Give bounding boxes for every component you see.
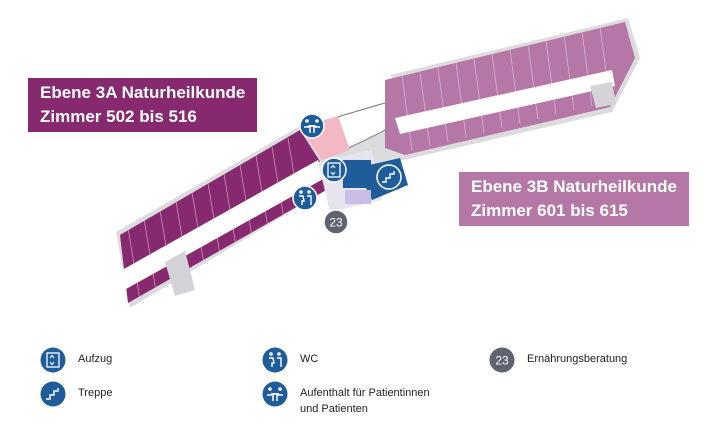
legend-item-elevator: Aufzug bbox=[40, 347, 112, 373]
elevator-icon bbox=[40, 347, 66, 373]
service-room-3b bbox=[590, 82, 616, 108]
legend-label-lounge: Aufenthalt für Patientinnen und Patiente… bbox=[300, 381, 430, 417]
legend-label-lounge-line2: und Patienten bbox=[300, 403, 368, 415]
elevator-marker bbox=[321, 157, 347, 183]
legend-label-nutrition: Ernährungsberatung bbox=[527, 353, 628, 365]
lounge-marker bbox=[299, 113, 325, 139]
legend-label-stairs: Treppe bbox=[78, 387, 113, 399]
zone-label-3a: Ebene 3A Naturheilkunde Zimmer 502 bis 5… bbox=[28, 78, 258, 132]
stair-annex-3a bbox=[165, 251, 195, 296]
corridor-3b bbox=[395, 70, 615, 134]
stairs-icon bbox=[40, 381, 66, 407]
lounge-icon bbox=[262, 381, 288, 407]
nutrition-marker: 23 bbox=[323, 209, 349, 235]
stairs-marker bbox=[376, 164, 402, 190]
wing-3b bbox=[385, 22, 635, 155]
zone-3b-title: Ebene 3B Naturheilkunde bbox=[471, 177, 677, 196]
wc-icon bbox=[262, 347, 288, 373]
legend-item-wc: WC bbox=[262, 347, 318, 373]
legend-nutrition-number: 23 bbox=[495, 354, 509, 368]
legend-label-elevator: Aufzug bbox=[78, 353, 113, 365]
legend-item-nutrition: 23 Ernährungsberatung bbox=[489, 347, 627, 373]
nutrition-badge-icon: 23 bbox=[489, 347, 515, 373]
zone-3a-title: Ebene 3A Naturheilkunde bbox=[40, 83, 246, 102]
wing-3a bbox=[120, 130, 335, 303]
nutrition-marker-number: 23 bbox=[329, 216, 343, 230]
zone-label-3b: Ebene 3B Naturheilkunde Zimmer 601 bis 6… bbox=[459, 172, 689, 226]
legend-label-wc: WC bbox=[300, 353, 319, 365]
wc-marker bbox=[292, 185, 318, 211]
legend-item-lounge: Aufenthalt für Patientinnen und Patiente… bbox=[262, 381, 430, 417]
legend-label-lounge-line1: Aufenthalt für Patientinnen bbox=[300, 387, 430, 399]
zone-3b-rooms: Zimmer 601 bis 615 bbox=[471, 201, 628, 220]
zone-3a-rooms: Zimmer 502 bis 516 bbox=[40, 107, 197, 126]
corridor-3a bbox=[122, 160, 325, 289]
legend-item-stairs: Treppe bbox=[40, 381, 112, 407]
